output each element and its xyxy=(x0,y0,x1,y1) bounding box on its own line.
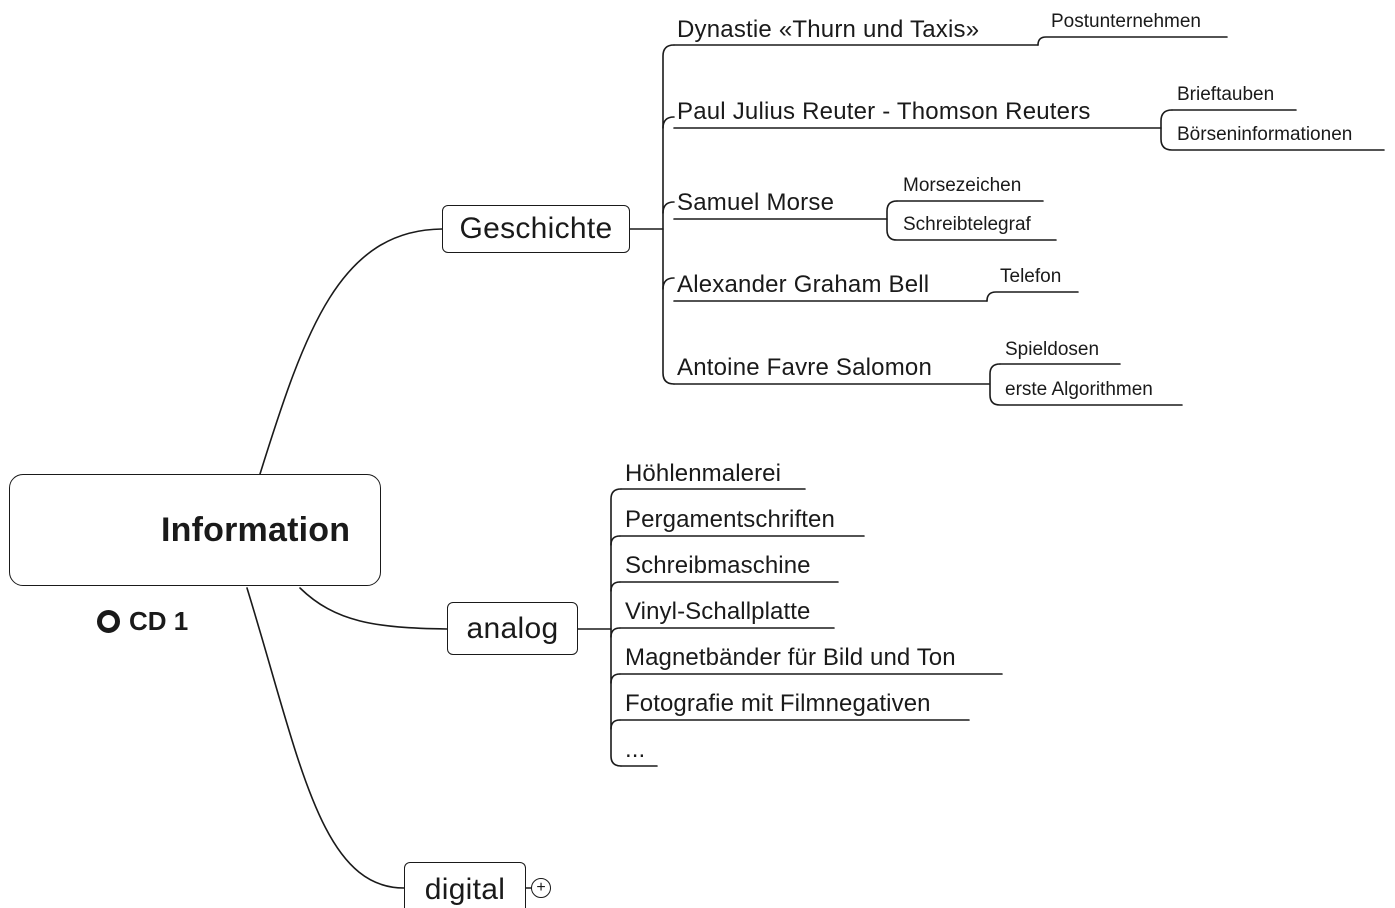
topic-schreibmaschine[interactable]: Schreibmaschine xyxy=(625,552,811,579)
connector-root-analog xyxy=(299,587,448,630)
marker-dot-icon xyxy=(97,610,120,633)
cd-marker: CD 1 xyxy=(97,606,188,637)
topic-graham-bell[interactable]: Alexander Graham Bell xyxy=(677,271,930,298)
connector-analog-spine xyxy=(610,488,622,767)
subtopic-brieftauben[interactable]: Brieftauben xyxy=(1177,84,1275,105)
topic-vinyl-schallplatte[interactable]: Vinyl-Schallplatte xyxy=(625,598,811,625)
topic-favre-salomon[interactable]: Antoine Favre Salomon xyxy=(677,354,933,381)
topic-samuel-morse[interactable]: Samuel Morse xyxy=(677,189,835,216)
topic-thurn-und-taxis[interactable]: Dynastie «Thurn und Taxis» xyxy=(677,16,980,43)
root-node[interactable] xyxy=(9,474,381,586)
subtopic-morsezeichen[interactable]: Morsezeichen xyxy=(903,175,1022,196)
subtopic-erste-algorithmen[interactable]: erste Algorithmen xyxy=(1005,379,1153,400)
topic-hoehlenmalerei[interactable]: Höhlenmalerei xyxy=(625,460,782,487)
topic-fotografie[interactable]: Fotografie mit Filmnegativen xyxy=(625,690,931,717)
root-node-label: Information xyxy=(161,511,351,549)
subtopic-telefon[interactable]: Telefon xyxy=(1000,266,1062,287)
connector-root-digital xyxy=(246,587,405,889)
branch-geschichte[interactable]: Geschichte xyxy=(442,205,630,253)
expand-plus-icon[interactable]: + xyxy=(531,878,551,898)
subtopic-boerseninformationen[interactable]: Börseninformationen xyxy=(1177,124,1353,145)
connector-geschichte-spine xyxy=(662,44,675,385)
topic-reuter[interactable]: Paul Julius Reuter - Thomson Reuters xyxy=(677,98,1091,125)
topic-magnetbaender[interactable]: Magnetbänder für Bild und Ton xyxy=(625,644,956,671)
connector-root-geschichte xyxy=(259,228,443,475)
cd-marker-label: CD 1 xyxy=(129,606,189,636)
subtopic-spieldosen[interactable]: Spieldosen xyxy=(1005,339,1100,360)
branch-analog[interactable]: analog xyxy=(447,602,578,655)
subtopic-schreibtelegraf[interactable]: Schreibtelegraf xyxy=(903,214,1031,235)
topic-pergamentschriften[interactable]: Pergamentschriften xyxy=(625,506,835,533)
subtopic-postunternehmen[interactable]: Postunternehmen xyxy=(1051,11,1201,32)
branch-digital[interactable]: digital xyxy=(404,862,526,908)
topic-ellipsis[interactable]: ... xyxy=(625,736,646,763)
